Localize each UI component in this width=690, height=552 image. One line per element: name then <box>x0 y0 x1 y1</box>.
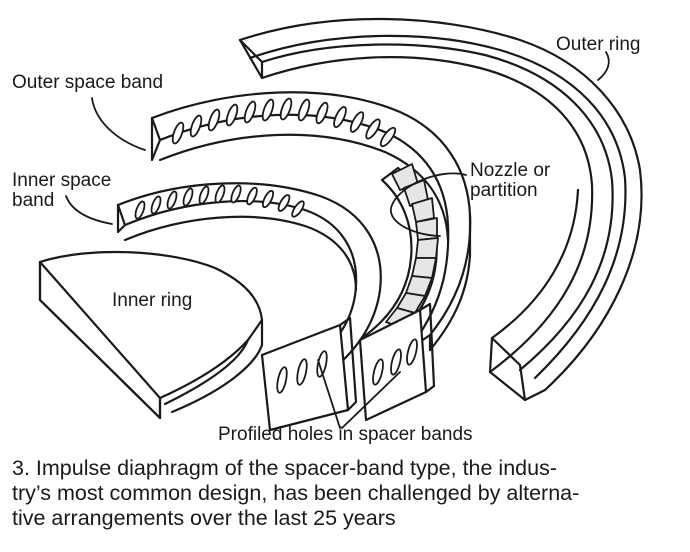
caption-line-1: 3. Impulse diaphragm of the spacer-band … <box>12 456 557 480</box>
leader-inner-space-band <box>65 195 113 225</box>
leader-lines <box>65 51 610 429</box>
front-band-segment-left <box>260 316 358 432</box>
leader-hole-2 <box>341 371 401 429</box>
leader-outer-ring <box>597 51 610 81</box>
label-outer-ring: Outer ring <box>556 34 641 55</box>
outer-band-holes <box>171 97 397 148</box>
outer-space-band <box>150 91 472 352</box>
front-band-segment-right <box>358 302 436 422</box>
leader-nozzle <box>389 172 467 237</box>
outer-ring <box>238 17 643 402</box>
caption-line-3: tive arrangements over the last 25 years <box>12 506 396 530</box>
label-nozzle-line1: Nozzle or <box>470 160 551 181</box>
leader-hole-1 <box>317 359 341 429</box>
label-nozzle-line2: partition <box>470 180 538 201</box>
label-inner-ring: Inner ring <box>112 290 193 311</box>
label-inner-space-band-line1: Inner space <box>12 170 112 191</box>
label-outer-space-band: Outer space band <box>12 72 164 93</box>
figure-caption: 3. Impulse diaphragm of the spacer-band … <box>12 456 672 531</box>
label-inner-space-band-line2: band <box>12 190 55 211</box>
label-profiled-holes: Profiled holes in spacer bands <box>218 424 473 445</box>
caption-line-2: try’s most common design, has been chall… <box>12 481 580 505</box>
leader-outer-space-band <box>91 97 146 151</box>
inner-ring <box>38 250 264 420</box>
inner-band-holes <box>134 184 305 220</box>
